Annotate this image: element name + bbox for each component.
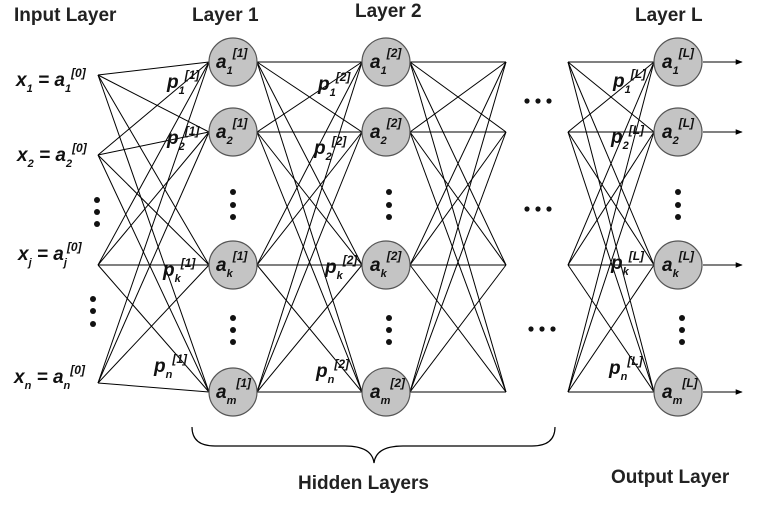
- horizontal-ellipsis-top: [524, 98, 552, 104]
- vertical-ellipsis-inputs-lower: [90, 296, 96, 327]
- input-label-j: xj = aj[0]: [17, 240, 83, 269]
- horizontal-ellipsis-middle: [524, 206, 552, 212]
- svg-text:ak[L]: ak[L]: [662, 249, 695, 280]
- edge-in-0-l1-1: [97, 74, 210, 133]
- svg-text:xj = aj[0]: xj = aj[0]: [17, 240, 83, 269]
- edge-in-0-l1-0: [97, 61, 210, 76]
- edge-in-0-l1-2: [97, 74, 210, 266]
- edge-l1-1-l2-0: [256, 61, 363, 133]
- weight-label-lL-1: p1[L]: [612, 67, 647, 96]
- svg-text:am[2]: am[2]: [370, 376, 406, 407]
- layer-L-title: Layer L: [635, 5, 703, 26]
- weight-label-l1-1: p1[1]: [166, 68, 200, 97]
- edge-in-2-l1-3: [97, 264, 210, 393]
- edge-cont-3-lL-1: [567, 131, 655, 393]
- svg-text:ak[2]: ak[2]: [370, 249, 402, 280]
- edge-in-3-l1-0: [97, 61, 210, 384]
- connection-edges: [97, 61, 655, 393]
- svg-text:ak[1]: ak[1]: [216, 249, 248, 280]
- edge-l1-2-l2-1: [256, 131, 363, 266]
- node-l2-m: am[2]: [361, 367, 411, 417]
- weight-label-l2-n: pn[2]: [315, 357, 350, 386]
- edge-in-2-l1-1: [97, 131, 210, 266]
- node-l1-m: am[1]: [208, 367, 258, 417]
- edge-l2-1-cont-0: [409, 61, 507, 133]
- input-label-2: x2 = a2[0]: [16, 141, 88, 170]
- node-lL-k: ak[L]: [653, 240, 703, 290]
- vertical-ellipsis-lL-upper: [675, 189, 681, 220]
- vertical-ellipsis-l1-lower: [230, 315, 236, 345]
- svg-text:x1 = a1[0]: x1 = a1[0]: [15, 66, 87, 95]
- output-arrows: [703, 59, 743, 395]
- node-lL-m: am[L]: [653, 367, 703, 417]
- edge-cont-2-lL-1: [567, 131, 655, 266]
- node-l2-1: a1[2]: [361, 37, 411, 87]
- edge-l1-2-l2-0: [256, 61, 363, 266]
- edge-l2-2-cont-1: [409, 131, 507, 266]
- edge-l2-3-cont-1: [409, 131, 507, 393]
- svg-text:a1[2]: a1[2]: [370, 46, 402, 77]
- edge-in-3-l1-2: [97, 264, 210, 384]
- edge-l2-3-cont-2: [409, 264, 507, 393]
- svg-text:a2[2]: a2[2]: [370, 116, 402, 147]
- svg-text:am[L]: am[L]: [662, 376, 699, 407]
- weight-label-l2-k: pk[2]: [324, 253, 358, 282]
- node-l1-k: ak[1]: [208, 240, 258, 290]
- edge-l1-3-l2-0: [256, 61, 363, 393]
- svg-text:a2[L]: a2[L]: [662, 116, 695, 147]
- weight-label-l2-1: p1[2]: [317, 70, 351, 99]
- weight-label-lL-k: pk[L]: [610, 249, 645, 278]
- vertical-ellipsis-l2-upper: [386, 189, 392, 220]
- vertical-ellipsis-l1-upper: [230, 189, 236, 220]
- vertical-ellipsis-inputs-upper: [94, 197, 100, 227]
- weight-label-lL-n: pn[L]: [608, 354, 644, 383]
- horizontal-ellipsis-bottom: [528, 326, 556, 332]
- edge-l1-3-l2-1: [256, 131, 363, 393]
- edge-cont-2-lL-0: [567, 61, 655, 266]
- input-label-1: x1 = a1[0]: [15, 66, 87, 95]
- node-lL-1: a1[L]: [653, 37, 703, 87]
- node-lL-2: a2[L]: [653, 107, 703, 157]
- edge-l1-3-l2-2: [256, 264, 363, 393]
- edge-cont-3-lL-0: [567, 61, 655, 393]
- weight-label-l1-k: pk[1]: [162, 256, 196, 285]
- weight-label-l1-n: pn[1]: [153, 352, 188, 381]
- layer-1-title: Layer 1: [192, 5, 259, 26]
- svg-text:a1[L]: a1[L]: [662, 46, 695, 77]
- edge-in-3-l1-1: [97, 131, 210, 384]
- weight-label-l2-2: p2[2]: [313, 134, 347, 163]
- layer-2-title: Layer 2: [355, 1, 422, 22]
- node-l2-k: ak[2]: [361, 240, 411, 290]
- svg-text:am[1]: am[1]: [216, 376, 252, 407]
- node-l1-1: a1[1]: [208, 37, 258, 87]
- output-layer-title: Output Layer: [611, 467, 730, 488]
- edge-in-1-l1-3: [97, 154, 210, 393]
- edge-in-1-l1-2: [97, 154, 210, 266]
- vertical-ellipsis-l2-lower: [386, 315, 392, 345]
- hidden-layers-title: Hidden Layers: [298, 473, 429, 494]
- svg-text:a1[1]: a1[1]: [216, 46, 248, 77]
- edge-in-2-l1-0: [97, 61, 210, 266]
- edge-in-3-l1-3: [97, 382, 210, 393]
- svg-text:a2[1]: a2[1]: [216, 116, 248, 147]
- edge-in-1-l1-0: [97, 61, 210, 156]
- node-l2-2: a2[2]: [361, 107, 411, 157]
- edge-cont-3-lL-2: [567, 264, 655, 393]
- hidden-layers-brace: [191, 426, 556, 464]
- vertical-ellipsis-lL-lower: [679, 315, 685, 345]
- input-label-n: xn = an[0]: [13, 363, 86, 392]
- input-layer-title: Input Layer: [14, 5, 117, 26]
- edge-l2-3-cont-0: [409, 61, 507, 393]
- edge-in-0-l1-3: [97, 74, 210, 393]
- node-l1-2: a2[1]: [208, 107, 258, 157]
- weight-label-l1-2: p2[1]: [166, 124, 200, 153]
- edge-in-1-l1-1: [97, 131, 210, 156]
- weight-label-lL-2: p2[L]: [610, 123, 645, 152]
- edge-cont-1-lL-0: [567, 61, 655, 133]
- svg-text:xn = an[0]: xn = an[0]: [13, 363, 86, 392]
- svg-text:x2 = a2[0]: x2 = a2[0]: [16, 141, 88, 170]
- edge-l2-2-cont-0: [409, 61, 507, 266]
